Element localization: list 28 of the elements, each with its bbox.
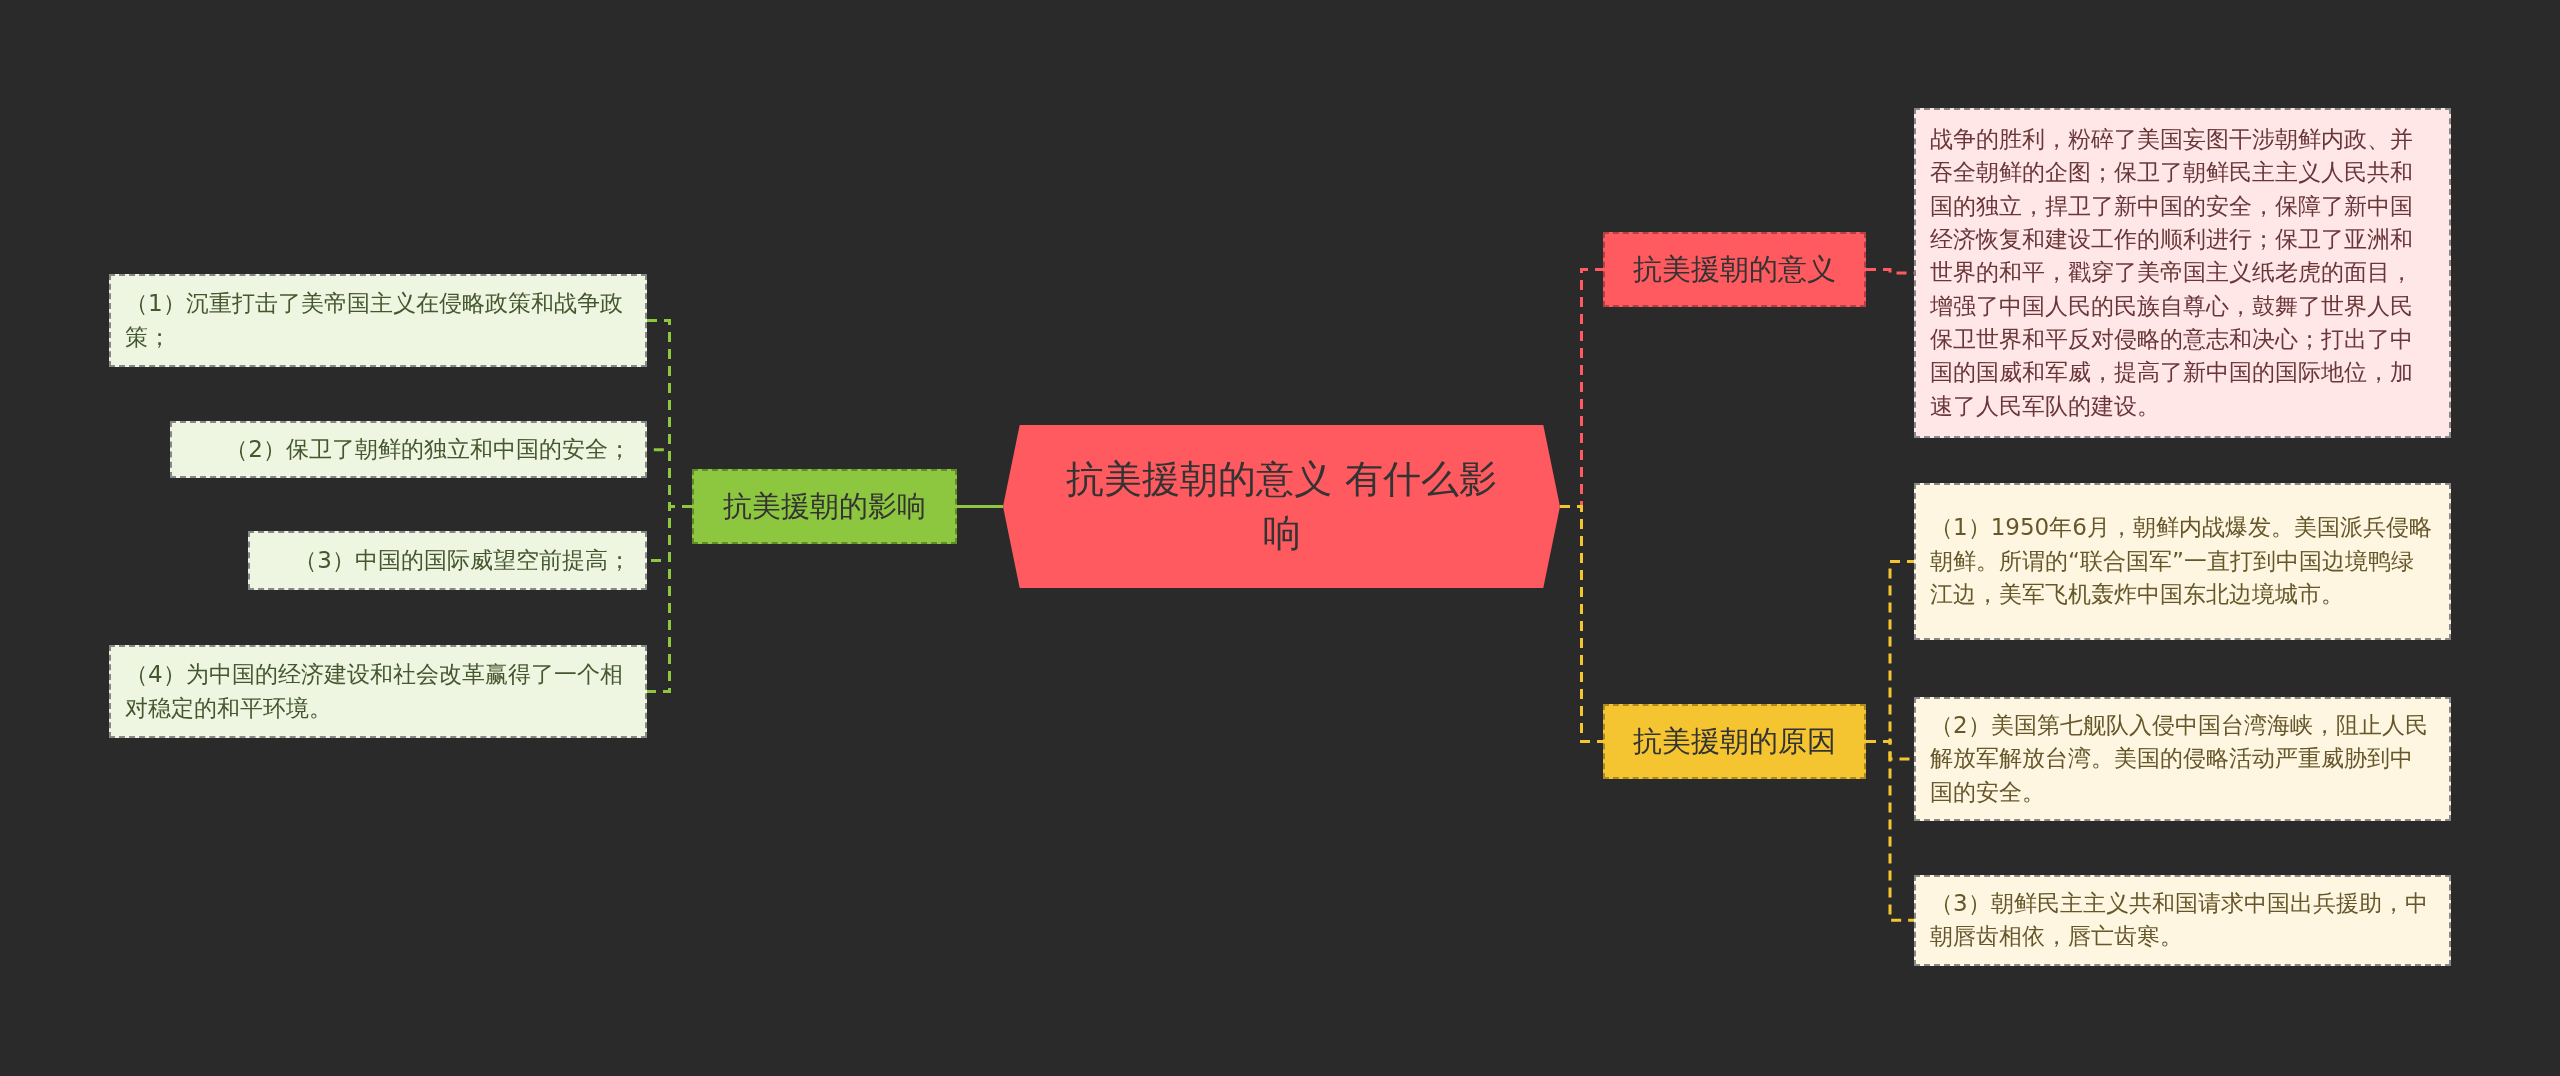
connector-line xyxy=(647,505,692,693)
topic-text: 抗美援朝的意义 有什么影响 xyxy=(1065,456,1498,557)
note-text: （3）中国的国际威望空前提高； xyxy=(294,545,631,575)
note-text: （4）为中国的经济建设和社会改革赢得了一个相对稳定的和平环境。 xyxy=(125,660,624,723)
text-card xyxy=(170,421,647,479)
topic-text: 抗美援朝的影响 xyxy=(723,487,926,525)
note-text: （3）朝鲜民主主义共和国请求中国出兵援助，中朝唇齿相依，唇亡齿寒。 xyxy=(1930,889,2429,952)
topic-box xyxy=(1603,704,1866,779)
note-text: （1）沉重打击了美帝国主义在侵略政策和战争政策； xyxy=(125,289,624,352)
text-card xyxy=(1914,108,2451,438)
topic-text: 抗美援朝的原因 xyxy=(1633,722,1836,760)
note-text: （2）保卫了朝鲜的独立和中国的安全； xyxy=(225,435,631,464)
note-text: 战争的胜利，粉碎了美国妄图干涉朝鲜内政、并吞全朝鲜的企图；保卫了朝鲜民主主义人民共和国的独立，捍卫了新中国的安全，保障了新中国经济恢复和建设工作的顺利进行；保卫了亚洲和世界的和平，戳穿了美帝国主义纸老虎的面目，增强了中国人民的民族自尊心，鼓舞了世界人民保卫世界和平反对侵略的意志和决心；打出了中国的国威和军威，提高了新中国的国际地位，加速了人民军队的建设。 xyxy=(1930,124,2414,421)
note-text: （2）美国第七舰队入侵中国台湾海峡，阻止人民解放军解放台湾。美国的侵略活动严重威胁到中国的安全。 xyxy=(1930,711,2429,807)
text-card xyxy=(109,274,647,367)
text-card xyxy=(109,645,647,738)
topic-box xyxy=(692,469,957,544)
connector-line xyxy=(1866,740,1914,922)
text-card xyxy=(1914,483,2451,640)
connector-line xyxy=(957,505,1003,508)
text-card xyxy=(1914,875,2451,966)
text-card xyxy=(248,531,647,590)
hexagon-node xyxy=(1003,425,1560,588)
topic-text: 抗美援朝的意义 xyxy=(1633,250,1836,288)
note-text: （1）1950年6月，朝鲜内战爆发。美国派兵侵略朝鲜。所谓的“联合国军”一直打到中国边境鸭绿江边，美军飞机轰炸中国东北边境城市。 xyxy=(1930,513,2433,610)
topic-box xyxy=(1603,232,1866,307)
text-card xyxy=(1914,697,2451,822)
connector-line xyxy=(1560,505,1603,743)
